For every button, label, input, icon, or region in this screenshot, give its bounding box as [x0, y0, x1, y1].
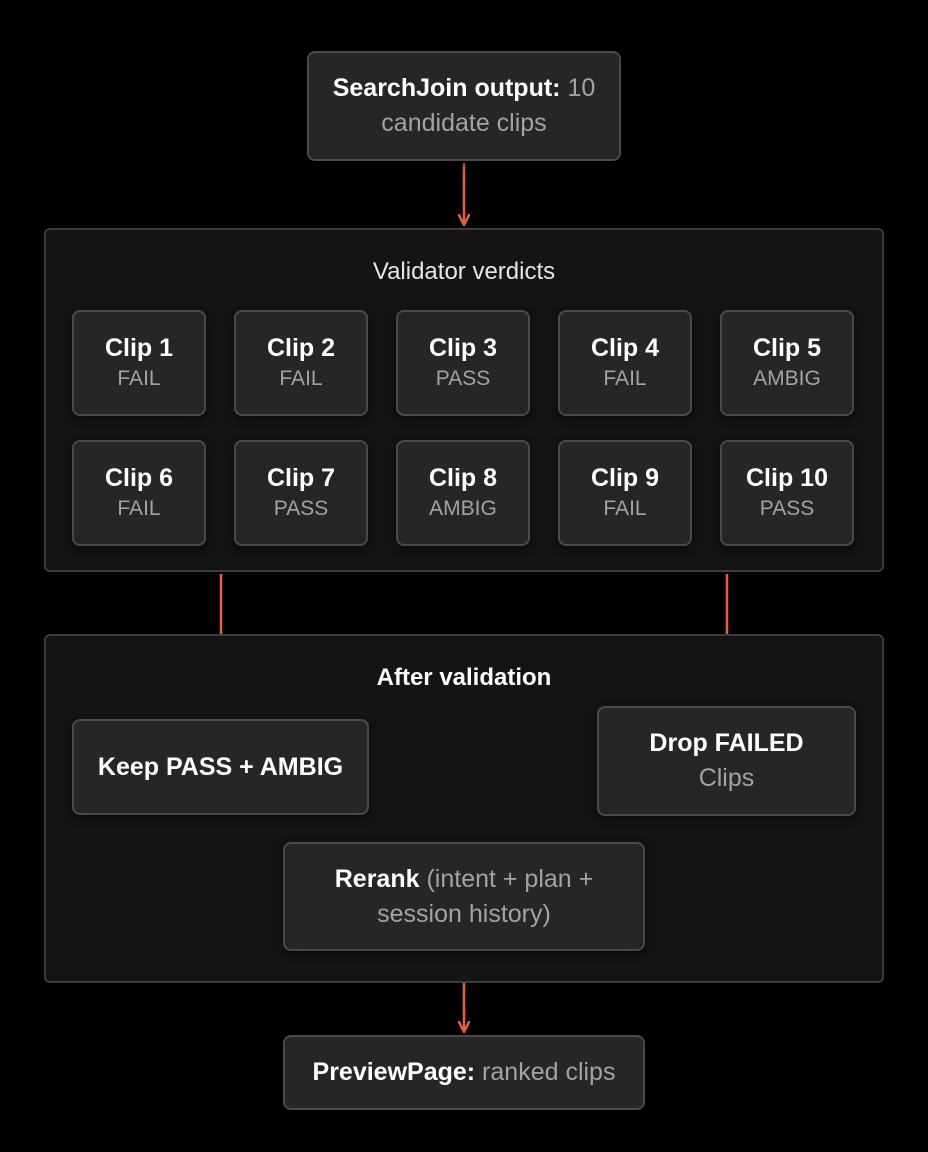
clip-card: Clip 1 FAIL	[72, 310, 206, 416]
clip-card: Clip 6 FAIL	[72, 440, 206, 546]
clip-name: Clip 5	[752, 334, 822, 362]
drop-failed-node: Drop FAILED Clips	[597, 706, 856, 816]
previewpage-node: PreviewPage: ranked clips	[283, 1035, 645, 1110]
clip-name: Clip 8	[428, 464, 498, 492]
clip-verdict: FAIL	[279, 367, 323, 390]
rerank-criteria: (intent + plan +	[419, 864, 594, 893]
clip-name: Clip 3	[428, 334, 498, 362]
after-validation-title: After validation	[376, 664, 552, 691]
clip-name: Clip 10	[746, 464, 828, 492]
clip-card: Clip 10 PASS	[720, 440, 854, 546]
searchjoin-count: 10	[560, 74, 596, 102]
clip-card: Clip 8 AMBIG	[396, 440, 530, 546]
clip-card: Clip 4 FAIL	[558, 310, 692, 416]
clip-verdict: FAIL	[603, 367, 647, 390]
clip-name: Clip 2	[266, 334, 336, 362]
clip-card: Clip 3 PASS	[396, 310, 530, 416]
clip-verdict: AMBIG	[753, 367, 821, 390]
clip-card: Clip 9 FAIL	[558, 440, 692, 546]
clip-verdict: PASS	[759, 497, 815, 520]
clip-verdict: AMBIG	[429, 497, 497, 520]
clip-card: Clip 2 FAIL	[234, 310, 368, 416]
clip-verdict: FAIL	[603, 497, 647, 520]
clip-card: Clip 7 PASS	[234, 440, 368, 546]
clip-verdict: PASS	[435, 367, 491, 390]
clip-name: Clip 4	[590, 334, 660, 362]
clip-card: Clip 5 AMBIG	[720, 310, 854, 416]
clip-name: Clip 9	[590, 464, 660, 492]
searchjoin-desc: candidate clips	[381, 109, 547, 137]
preview-desc: ranked clips	[475, 1058, 616, 1086]
rerank-criteria-cont: session history)	[377, 899, 551, 928]
preview-label: PreviewPage:	[312, 1058, 476, 1086]
keep-pass-ambig-node: Keep PASS + AMBIG	[72, 719, 369, 815]
clip-name: Clip 6	[104, 464, 174, 492]
searchjoin-label: SearchJoin output:	[332, 74, 561, 102]
validator-title: Validator verdicts	[372, 258, 556, 285]
clip-verdict: PASS	[273, 497, 329, 520]
clip-verdict: FAIL	[117, 497, 161, 520]
clip-verdict: FAIL	[117, 367, 161, 390]
rerank-label: Rerank	[334, 864, 420, 893]
drop-label: Drop FAILED	[649, 729, 804, 757]
clip-name: Clip 1	[104, 334, 174, 362]
drop-sublabel: Clips	[698, 764, 755, 792]
clip-name: Clip 7	[266, 464, 336, 492]
rerank-node: Rerank (intent + plan + session history)	[283, 842, 645, 951]
keep-label: Keep PASS + AMBIG	[97, 752, 344, 781]
searchjoin-output-node: SearchJoin output: 10 candidate clips	[307, 51, 621, 161]
